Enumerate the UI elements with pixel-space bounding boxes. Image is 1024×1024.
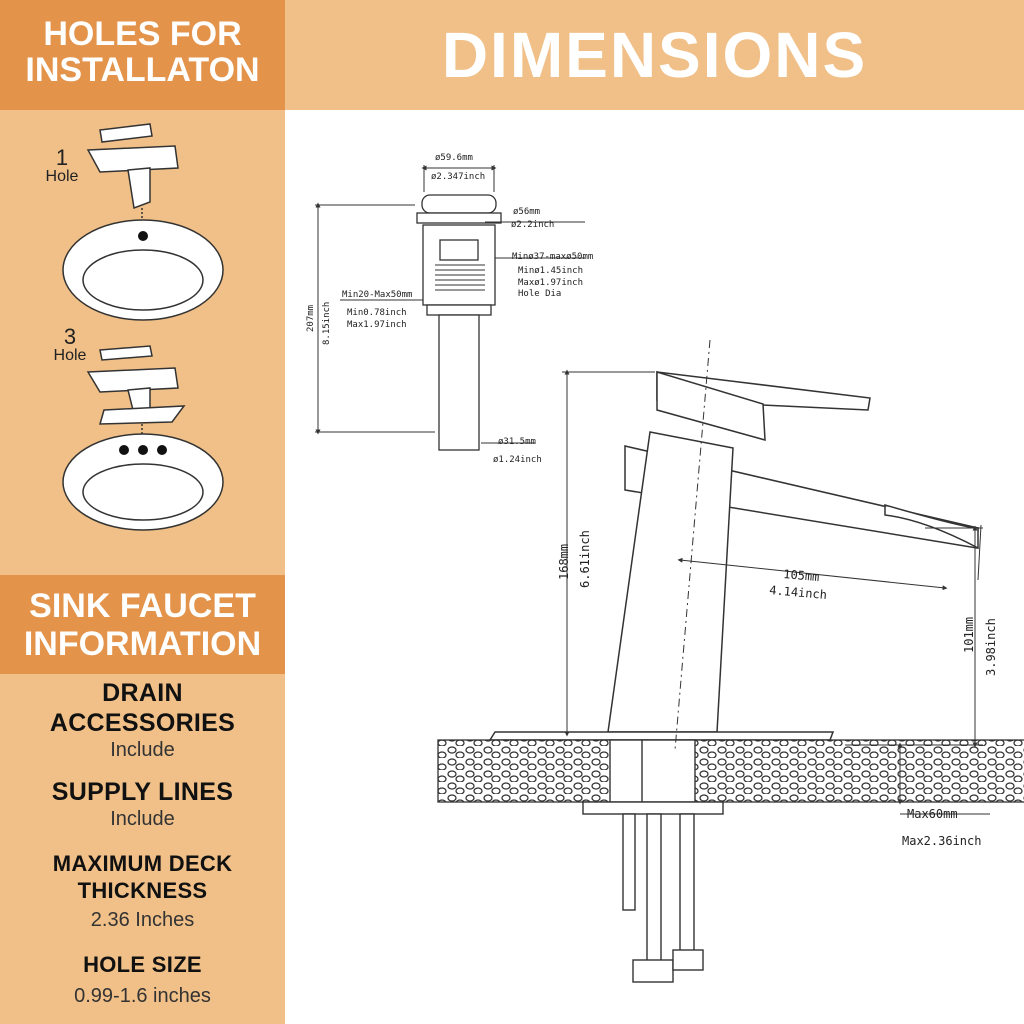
spout-reach-mm: 105mm [783, 567, 820, 584]
deck-max-mm: Max60mm [907, 807, 958, 821]
spec-value: Include [110, 739, 175, 761]
drain-cap-diameter-in: ø2.347inch [431, 172, 485, 182]
spec-title: ACCESSORIES [49, 709, 236, 737]
spec-supply-lines: SUPPLY LINES Include [0, 777, 285, 831]
dimension-drawing: ø59.6mm ø2.347inch ø56mm ø2.2inch Minø37… [306, 153, 1024, 983]
pipe-diameter-in: ø1.24inch [493, 455, 542, 465]
faucet-height-mm: 168mm [557, 544, 571, 580]
drain-height-mm: 207mm [306, 305, 316, 332]
spec-value: 2.36 Inches [90, 909, 195, 931]
three-hole-sink-illustration [62, 433, 224, 531]
thickness-max-in: Max1.97inch [347, 320, 407, 330]
thickness-range-mm: Min20-Max50mm [342, 290, 412, 300]
spec-title: HOLE SIZE [83, 952, 202, 977]
drain-height-in: 8.15inch [322, 302, 332, 345]
holes-header: HOLES FOR INSTALLATON [0, 0, 285, 110]
hole-min-in: Minø1.45inch [518, 266, 583, 276]
spec-value: Include [110, 808, 175, 830]
holes-header-line1: HOLES FOR [43, 15, 242, 53]
pipe-diameter-mm: ø31.5mm [498, 437, 536, 447]
drain-illustration [416, 194, 502, 451]
hole-illustrations [62, 123, 224, 531]
three-hole-label: 3 Hole [40, 326, 100, 364]
deck-max-in: Max2.36inch [902, 834, 981, 848]
drain-cap-diameter-mm: ø59.6mm [435, 153, 473, 163]
mounting-hardware-illustration [582, 739, 724, 983]
hole-count: 1 [55, 145, 69, 170]
spec-title: SUPPLY LINES [51, 778, 234, 806]
holes-header-line2: INSTALLATON [25, 51, 260, 89]
spec-title: DRAIN [102, 679, 183, 707]
drain-dimension-lines [315, 165, 585, 444]
faucet-illustration [488, 370, 979, 741]
spec-title: MAXIMUM DECK [52, 851, 233, 876]
spec-deck-thickness: MAXIMUM DECK THICKNESS 2.36 Inches [0, 850, 285, 932]
info-header: SINK FAUCET INFORMATION [0, 575, 285, 674]
faucet-dimension-lines [562, 339, 1005, 815]
drain-flange-in: ø2.2inch [511, 220, 554, 230]
countertop-illustration [437, 739, 1024, 803]
hole-word: Hole [45, 168, 79, 185]
spec-hole-size: HOLE SIZE 0.99-1.6 inches [0, 951, 285, 1008]
hole-range-mm: Minø37-maxø50mm [512, 252, 593, 262]
spec-drain-accessories: DRAIN ACCESSORIES Include [0, 678, 285, 762]
faucet-height-in: 6.61inch [578, 530, 592, 588]
single-hole-faucet-illustration [86, 123, 179, 210]
hole-count: 3 [63, 324, 77, 349]
info-header-line1: SINK FAUCET [29, 587, 256, 625]
page-title: DIMENSIONS [285, 0, 1024, 110]
spout-height-in: 3.98inch [984, 618, 998, 676]
drain-flange-mm: ø56mm [513, 207, 540, 217]
sidebar: HOLES FOR INSTALLATON 1 Hole [0, 0, 285, 1024]
hole-caption: Hole Dia [518, 289, 561, 299]
three-hole-faucet-illustration [86, 345, 186, 425]
spec-title: THICKNESS [77, 878, 208, 903]
spout-reach-in: 4.14inch [769, 583, 828, 602]
spec-value: 0.99-1.6 inches [74, 985, 211, 1007]
spout-height-mm: 101mm [962, 617, 976, 653]
single-hole-sink-illustration [62, 219, 224, 321]
one-hole-label: 1 Hole [32, 147, 92, 185]
hole-word: Hole [53, 347, 87, 364]
thickness-min-in: Min0.78inch [347, 308, 407, 318]
hole-max-in: Maxø1.97inch [518, 278, 583, 288]
info-header-line2: INFORMATION [23, 625, 262, 663]
